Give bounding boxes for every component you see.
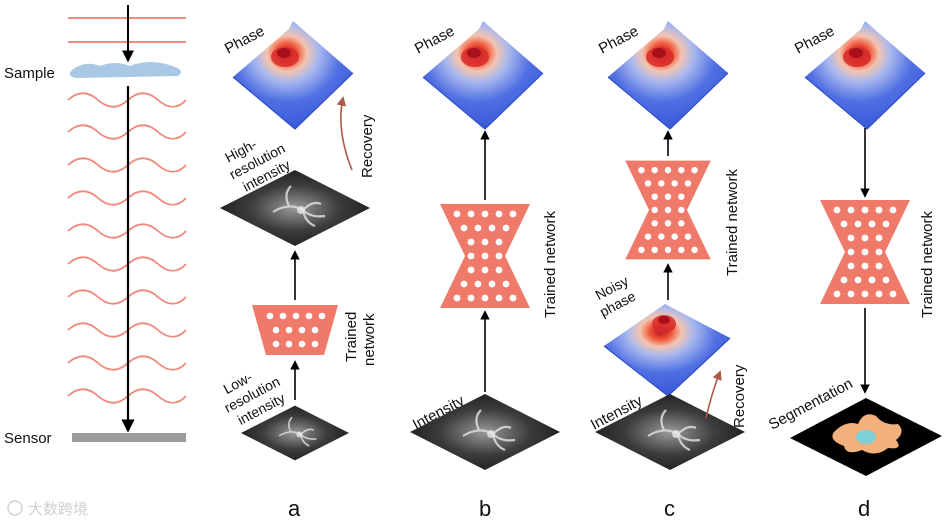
sample-label: Sample <box>4 65 55 82</box>
panel-letter: b <box>479 496 491 521</box>
panel-letter: d <box>858 496 870 521</box>
recovery-label: Recovery <box>359 114 376 178</box>
panel-a: Phase Recovery High- resolution intensit… <box>218 20 378 521</box>
sample-shape <box>69 62 181 78</box>
network-label: Trained <box>343 312 360 362</box>
phase-label: Phase <box>412 23 458 58</box>
watermark-logo-icon <box>7 500 23 516</box>
network-label: Trained network <box>919 211 936 318</box>
phase-label: Phase <box>596 23 642 58</box>
trained-network <box>440 204 530 308</box>
panel-letter: c <box>664 496 675 521</box>
noisy-phase-label: Noisy phase <box>592 272 638 319</box>
network-label: network <box>361 313 378 366</box>
recovery-arrow <box>336 96 353 171</box>
network-label: Trained network <box>724 169 741 276</box>
sensor-label: Sensor <box>4 430 52 447</box>
panel-c: Phase Trained network Noisy phase Intens… <box>588 20 748 521</box>
phase-label: Phase <box>222 23 268 58</box>
recovery-label: Recovery <box>731 364 748 428</box>
trained-network-small <box>252 305 338 355</box>
trained-network <box>820 200 910 304</box>
recovery-arrow <box>705 370 722 419</box>
network-label: Trained network <box>542 211 559 318</box>
phase-label: Phase <box>792 23 838 58</box>
trained-network <box>625 160 711 260</box>
network-nodes <box>266 312 326 348</box>
panel-d: Phase Trained network Segmentation d <box>766 20 942 521</box>
noisy-phase-surface <box>603 304 731 397</box>
panel-b: Phase Trained network Intensity b <box>408 20 562 521</box>
panel-letter: a <box>288 496 301 521</box>
nucleus-mask <box>856 430 876 444</box>
watermark-text: 大数跨境 <box>28 500 88 518</box>
watermark: 大数跨境 <box>7 500 88 518</box>
left-schematic: Sample Sensor <box>4 5 187 447</box>
sensor-bar <box>72 433 186 442</box>
